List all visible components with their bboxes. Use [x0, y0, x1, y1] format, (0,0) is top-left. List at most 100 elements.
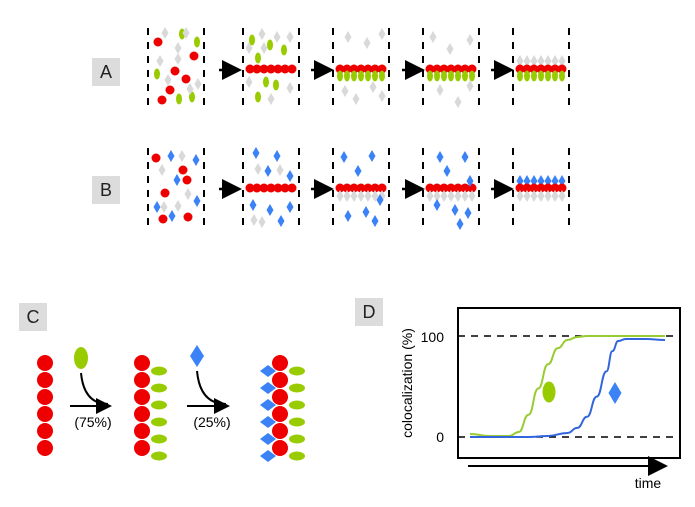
- green-ellipse: [151, 366, 167, 376]
- red-circle: [460, 183, 470, 193]
- red-circle: [550, 64, 560, 74]
- blue-diamond: [260, 433, 276, 445]
- green-ellipse: [267, 39, 273, 51]
- red-circle: [183, 212, 193, 222]
- red-circle: [259, 64, 269, 74]
- red-circle: [266, 183, 276, 193]
- panel-label-c: C: [19, 303, 47, 331]
- red-circle: [522, 64, 532, 74]
- red-circle: [273, 64, 283, 74]
- blue-diamond: [354, 165, 362, 177]
- blue-diamond: [252, 147, 260, 159]
- red-circle: [252, 183, 262, 193]
- red-circle: [178, 165, 188, 175]
- panel-label-b: B: [92, 176, 120, 204]
- red-circle: [342, 64, 352, 74]
- green-ellipse: [289, 400, 305, 410]
- blue-diamond: [461, 151, 469, 163]
- red-circle: [134, 389, 150, 405]
- panel-label-a: A: [92, 58, 120, 86]
- green-ellipse: [531, 70, 537, 82]
- blue-diamond: [273, 150, 281, 162]
- red-circle: [356, 64, 366, 74]
- green-ellipse: [189, 91, 195, 103]
- red-circle: [181, 74, 191, 84]
- panel-d-chart: 100 0 colocalization (%) time: [399, 307, 681, 491]
- red-circle: [536, 64, 546, 74]
- grey-diamond: [174, 200, 182, 212]
- red-circle: [189, 51, 199, 61]
- red-circle: [363, 183, 373, 193]
- x-axis-label: time: [635, 475, 662, 491]
- grey-diamond: [537, 55, 545, 67]
- red-circle: [557, 183, 567, 193]
- red-circle: [252, 64, 262, 74]
- blue-diamond: [260, 450, 276, 462]
- panel-label-d: D: [355, 298, 383, 326]
- red-circle: [287, 64, 297, 74]
- green-ellipse: [273, 79, 279, 91]
- green-ellipse: [249, 34, 255, 46]
- panel-b-row: [147, 147, 570, 230]
- panel-a-row: [147, 27, 570, 112]
- grey-diamond: [178, 150, 186, 162]
- red-circle: [37, 389, 53, 405]
- green-ellipse: [365, 70, 371, 82]
- grey-diamond: [156, 55, 164, 67]
- green-curve: [469, 335, 665, 437]
- red-circle: [425, 64, 435, 74]
- blue-diamond: [249, 199, 257, 211]
- red-circle: [272, 372, 288, 388]
- grey-diamond: [350, 190, 358, 202]
- red-circle: [370, 183, 380, 193]
- red-circle: [37, 372, 53, 388]
- blue-diamond: [260, 382, 276, 394]
- red-circle: [37, 406, 53, 422]
- red-circle: [273, 183, 283, 193]
- grey-diamond: [466, 34, 474, 46]
- blue-diamond: [277, 215, 285, 227]
- panel-c-schematic: [37, 345, 305, 462]
- blue-diamond: [286, 170, 294, 182]
- chart-frame: [457, 307, 681, 459]
- red-circle: [550, 183, 560, 193]
- green-ellipse: [379, 70, 385, 82]
- y-axis-label: colocalization (%): [399, 328, 415, 438]
- blue-diamond: [368, 150, 376, 162]
- grey-diamond: [516, 190, 524, 202]
- grey-diamond: [523, 190, 531, 202]
- grey-diamond: [184, 188, 192, 200]
- red-circle: [245, 64, 255, 74]
- blue-diamond: [264, 165, 272, 177]
- blue-diamond: [266, 204, 274, 216]
- grey-diamond: [468, 190, 476, 202]
- green-ellipse: [281, 44, 287, 56]
- grey-diamond: [378, 90, 386, 102]
- grey-diamond: [245, 76, 253, 88]
- green-ellipse: [194, 36, 200, 48]
- red-circle: [151, 153, 161, 163]
- green-ellipse: [427, 70, 433, 82]
- green-ellipse: [552, 70, 558, 82]
- grey-diamond: [343, 190, 351, 202]
- green-ellipse: [255, 52, 261, 64]
- grey-diamond: [286, 31, 294, 43]
- blue-diamond: [173, 174, 181, 186]
- blue-diamond: [608, 382, 622, 404]
- red-circle: [272, 389, 288, 405]
- green-ellipse: [289, 383, 305, 393]
- grey-diamond: [254, 163, 262, 175]
- grey-diamond: [164, 74, 172, 86]
- grey-diamond: [186, 83, 194, 95]
- grey-diamond: [378, 28, 386, 40]
- red-circle: [335, 183, 345, 193]
- red-circle: [342, 183, 352, 193]
- green-ellipse: [559, 70, 565, 82]
- grey-diamond: [357, 190, 365, 202]
- red-circle: [349, 64, 359, 74]
- green-ellipse: [151, 451, 167, 461]
- red-circle: [287, 183, 297, 193]
- red-circle: [543, 64, 553, 74]
- green-ellipse: [154, 68, 160, 80]
